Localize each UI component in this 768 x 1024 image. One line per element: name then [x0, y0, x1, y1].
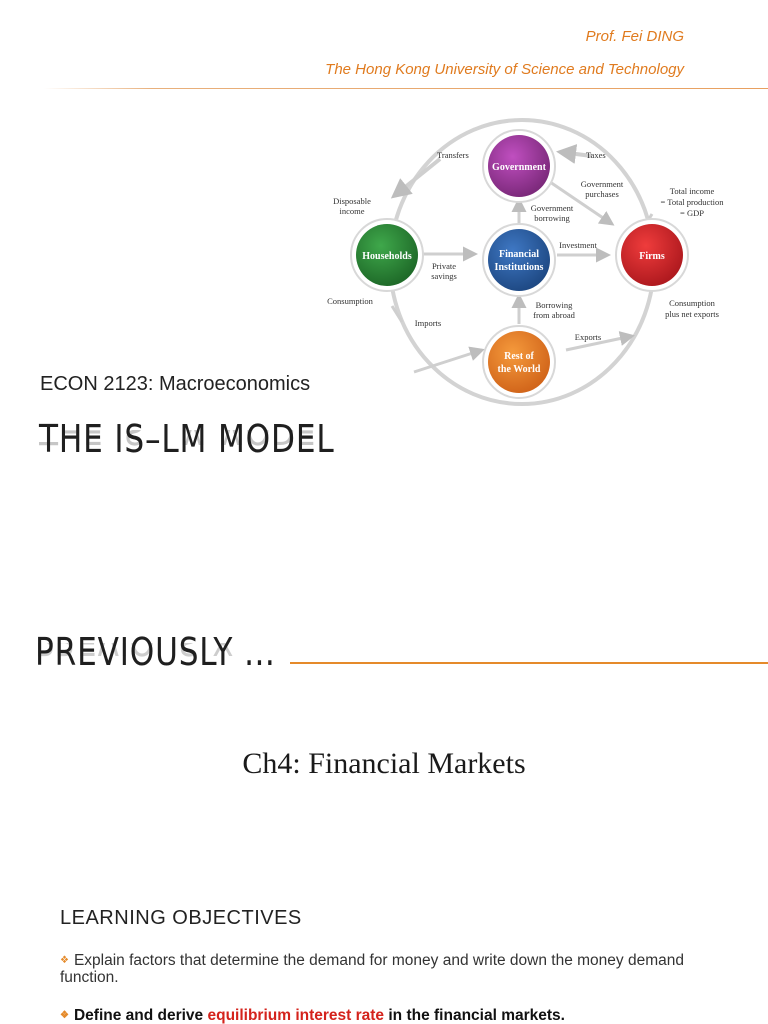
header-divider — [44, 88, 768, 89]
bullet-text: Explain factors that determine the deman… — [60, 952, 684, 986]
label-borrowing-abroad-2: from abroad — [533, 310, 576, 320]
svg-text:Financial: Financial — [499, 249, 539, 260]
list-item: ❖ Define and derive equilibrium interest … — [60, 1007, 700, 1024]
label-gov-purchases-2: purchases — [585, 189, 619, 199]
title-slide: Prof. Fei DING The Hong Kong University … — [39, 28, 768, 461]
institution-name: The Hong Kong University of Science and … — [325, 61, 684, 78]
bullet-text-suffix: in the financial markets. — [384, 1007, 565, 1024]
previously-slide: PREVIOUSLY … PREVIOUSLY … Ch4: Financial… — [0, 600, 768, 864]
label-disposable-income-1: Disposable — [333, 196, 371, 206]
learning-objectives-slide: LEARNING OBJECTIVES ❖Explain factors tha… — [0, 862, 768, 1024]
svg-text:the World: the World — [498, 364, 541, 375]
imports-arrow — [413, 346, 485, 374]
label-total-income-1: Total income — [670, 186, 715, 196]
svg-text:Households: Households — [362, 251, 412, 262]
label-gov-borrowing-1: Government — [531, 203, 574, 213]
diamond-bullet-icon: ❖ — [60, 955, 69, 966]
chapter-heading: Ch4: Financial Markets — [242, 747, 526, 780]
label-gov-borrowing-2: borrowing — [534, 213, 570, 223]
section-title: PREVIOUSLY … — [35, 630, 276, 674]
households-node: Households — [350, 218, 424, 292]
government-purchases-arrow — [549, 180, 615, 226]
svg-text:Firms: Firms — [639, 251, 665, 262]
slide-title-reflection: THE IS–LM MODEL — [39, 430, 335, 452]
label-exports: Exports — [575, 332, 601, 342]
title-underline — [290, 662, 768, 664]
svg-text:Government: Government — [492, 162, 547, 173]
government-node: Government — [482, 129, 556, 203]
objectives-title: LEARNING OBJECTIVES — [60, 907, 302, 929]
diamond-bullet-icon: ❖ — [60, 1010, 69, 1021]
label-investment: Investment — [559, 240, 597, 250]
firms-node: Firms — [615, 218, 689, 292]
svg-text:Institutions: Institutions — [495, 262, 544, 273]
list-item: ❖Explain factors that determine the dema… — [60, 952, 700, 986]
circular-flow-diagram: Government Households Financial Institut… — [322, 114, 732, 408]
label-transfers: Transfers — [437, 150, 469, 160]
label-total-income-2: = Total production — [660, 197, 724, 207]
label-gov-purchases-1: Government — [581, 179, 624, 189]
label-cons-net-exports-2: plus net exports — [665, 309, 719, 319]
label-imports: Imports — [415, 318, 441, 328]
rest-of-world-node: Rest of the World — [482, 325, 556, 399]
label-private-savings-2: savings — [431, 271, 457, 281]
author-name: Prof. Fei DING — [585, 28, 684, 45]
label-taxes: Taxes — [586, 150, 606, 160]
label-total-income-3: = GDP — [680, 208, 704, 218]
course-name: ECON 2123: Macroeconomics — [40, 373, 311, 395]
transfers-arrow — [390, 157, 442, 199]
consumption-arc — [390, 305, 404, 323]
label-private-savings-1: Private — [432, 261, 456, 271]
bullet-highlight: equilibrium interest rate — [207, 1007, 385, 1024]
exports-arrow — [565, 331, 635, 352]
section-title-reflection: PREVIOUSLY … — [35, 643, 276, 663]
label-cons-net-exports-1: Consumption — [669, 298, 716, 308]
taxes-arrow — [556, 144, 593, 164]
slide-title: THE IS–LM MODEL — [39, 417, 335, 461]
financial-institutions-node: Financial Institutions — [482, 223, 556, 297]
label-borrowing-abroad-1: Borrowing — [536, 300, 574, 310]
svg-text:Rest of: Rest of — [504, 351, 534, 362]
bullet-text-prefix: Define and derive — [73, 1007, 208, 1024]
label-disposable-income-2: income — [339, 206, 364, 216]
label-consumption: Consumption — [327, 296, 374, 306]
